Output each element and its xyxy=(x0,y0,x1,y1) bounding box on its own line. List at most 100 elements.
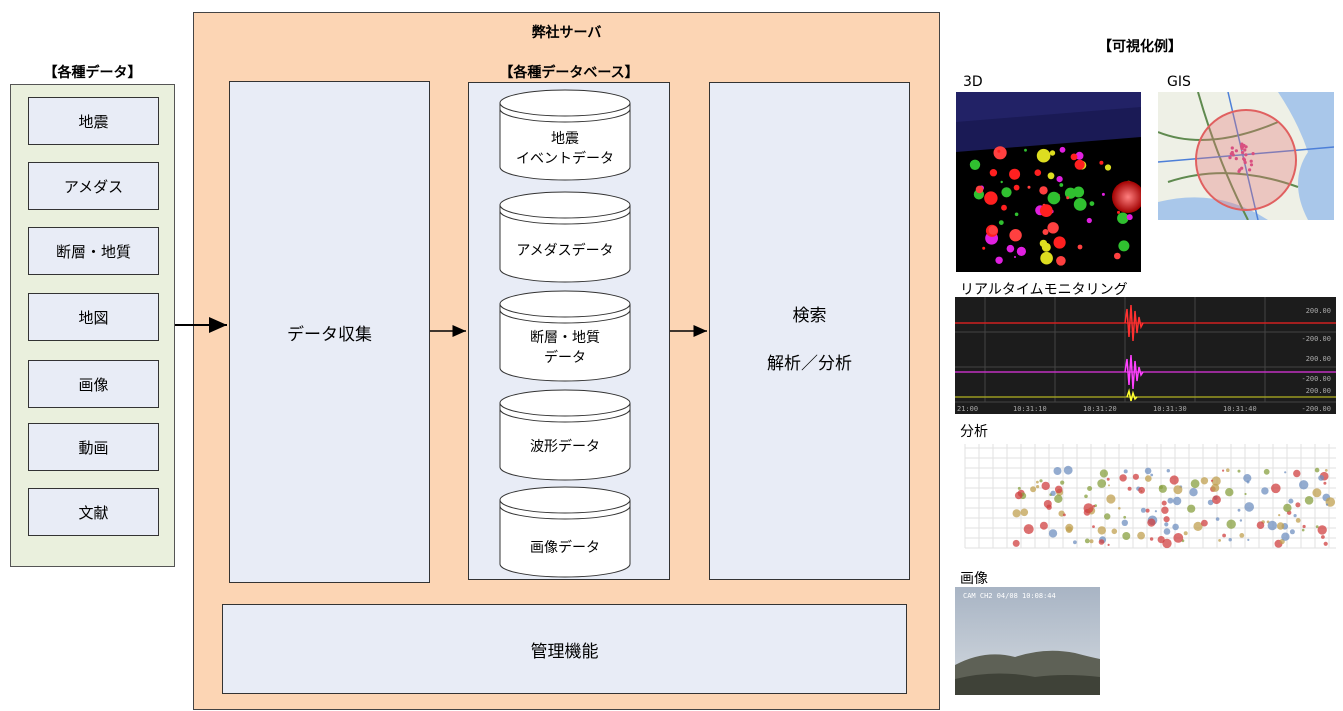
sphere-mark xyxy=(1077,244,1083,250)
db-cylinder-icon xyxy=(499,191,631,283)
sphere-mark xyxy=(1049,150,1056,156)
scatter-point xyxy=(1138,486,1145,494)
db-fault-geology: 断層・地質 データ xyxy=(499,290,631,382)
sphere-mark xyxy=(1009,168,1021,180)
scatter-point xyxy=(1063,513,1066,517)
scatter-point xyxy=(1150,473,1154,477)
gis-point xyxy=(1237,169,1241,173)
db-cylinder-icon xyxy=(499,486,631,578)
scatter-point xyxy=(1099,469,1108,478)
scatter-point xyxy=(1244,502,1254,512)
scatter-point xyxy=(1054,485,1063,494)
gis-point xyxy=(1234,149,1238,153)
scatter-point xyxy=(1039,521,1048,530)
sphere-mark xyxy=(1064,187,1077,199)
sphere-mark xyxy=(1047,172,1055,180)
sphere-mark xyxy=(1041,242,1051,252)
sphere-mark xyxy=(1056,256,1066,266)
scatter-point xyxy=(1312,488,1322,498)
scatter-point xyxy=(1302,524,1306,529)
monitor-time-3: 10:31:20 xyxy=(1083,405,1117,413)
scatter-point xyxy=(1315,525,1319,529)
gis-point xyxy=(1230,146,1234,150)
monitor-scale-3: 200.00 xyxy=(1306,355,1331,363)
sphere-mark xyxy=(1014,256,1016,258)
scatter-point xyxy=(1193,521,1203,531)
sphere-mark xyxy=(969,159,981,170)
gis-point xyxy=(1243,160,1247,165)
server-title: 弊社サーバ xyxy=(531,25,602,41)
scatter-point xyxy=(1137,531,1145,540)
scatter-point xyxy=(1092,525,1095,528)
scatter-point xyxy=(1324,469,1328,472)
scatter-point xyxy=(1154,510,1157,513)
gis-point xyxy=(1240,166,1244,170)
gis-point xyxy=(1248,168,1252,172)
scatter-point xyxy=(1108,484,1110,487)
scatter-point xyxy=(1278,514,1281,517)
monitor-time-2: 10:31:10 xyxy=(1013,405,1047,413)
search-label: 検索 xyxy=(792,306,827,326)
scatter-point xyxy=(1119,474,1127,482)
scatter-point xyxy=(1111,528,1118,535)
scatter-point xyxy=(1267,520,1277,531)
scatter-point xyxy=(1107,543,1110,546)
sphere-mark xyxy=(995,256,1003,264)
db-amedas: アメダスデータ xyxy=(499,191,631,283)
scatter-point xyxy=(1212,495,1221,505)
monitor-scale-1: 200.00 xyxy=(1306,307,1331,315)
monitor-time-4: 10:31:30 xyxy=(1153,405,1187,413)
viz-gis-thumbnail xyxy=(1158,92,1334,220)
scatter-point xyxy=(1289,529,1295,535)
scatter-point xyxy=(1293,469,1301,478)
scatter-point xyxy=(1017,486,1021,490)
scatter-point xyxy=(1087,486,1093,491)
scatter-point xyxy=(1243,474,1252,483)
sphere-mark xyxy=(1000,180,1003,184)
search-analysis-box: 検索 解析／分析 xyxy=(709,82,910,580)
viz-analysis-thumbnail xyxy=(955,440,1336,556)
scatter-point xyxy=(1211,483,1220,492)
sphere-mark xyxy=(997,149,1001,153)
viz-3d-thumbnail xyxy=(956,92,1141,272)
scatter-point xyxy=(1084,538,1090,544)
sphere-mark xyxy=(1006,244,1015,253)
scatter-point xyxy=(1225,488,1234,497)
sphere-mark xyxy=(1117,210,1120,214)
scatter-point xyxy=(1118,507,1121,510)
sphere-mark xyxy=(1126,214,1133,221)
data-collection-label: データ収集 xyxy=(287,324,372,345)
monitor-scale-6: -200.00 xyxy=(1301,405,1331,413)
sphere-mark xyxy=(1024,148,1027,152)
scatter-point xyxy=(1276,522,1285,530)
scatter-point xyxy=(1145,475,1152,482)
monitor-time-1: 21:00 xyxy=(957,405,978,413)
scatter-point xyxy=(1299,480,1309,490)
data-sources-title: 【各種データ】 xyxy=(43,65,142,81)
monitor-scale-4: -200.00 xyxy=(1301,375,1331,383)
management-box: 管理機能 xyxy=(222,604,907,694)
sphere-mark xyxy=(1053,236,1066,249)
scatter-point xyxy=(1060,480,1065,485)
data-source-fault-geology: 断層・地質 xyxy=(28,227,159,275)
scatter-point xyxy=(1020,508,1029,517)
db-cylinder-icon xyxy=(499,290,631,382)
scatter-point xyxy=(1201,519,1208,527)
scatter-point xyxy=(1295,518,1301,523)
scatter-point xyxy=(1173,485,1183,495)
sphere-mark xyxy=(1027,185,1031,189)
scatter-point xyxy=(1200,477,1209,485)
scatter-point xyxy=(1030,486,1037,493)
scatter-point xyxy=(1106,477,1110,481)
scatter-point xyxy=(1161,506,1169,514)
sphere-mark xyxy=(1059,183,1064,187)
scatter-point xyxy=(1127,486,1132,491)
scatter-point xyxy=(1104,513,1111,520)
sphere-mark xyxy=(1099,160,1104,165)
db-earthquake-event-label-1: 地震 xyxy=(551,131,579,147)
gis-point xyxy=(1243,148,1247,152)
sphere-mark xyxy=(975,185,984,194)
scatter-point xyxy=(1012,509,1021,518)
sphere-mark xyxy=(1056,176,1063,183)
camera-overlay-text: CAM CH2 04/08 10:08:44 xyxy=(963,592,1056,600)
